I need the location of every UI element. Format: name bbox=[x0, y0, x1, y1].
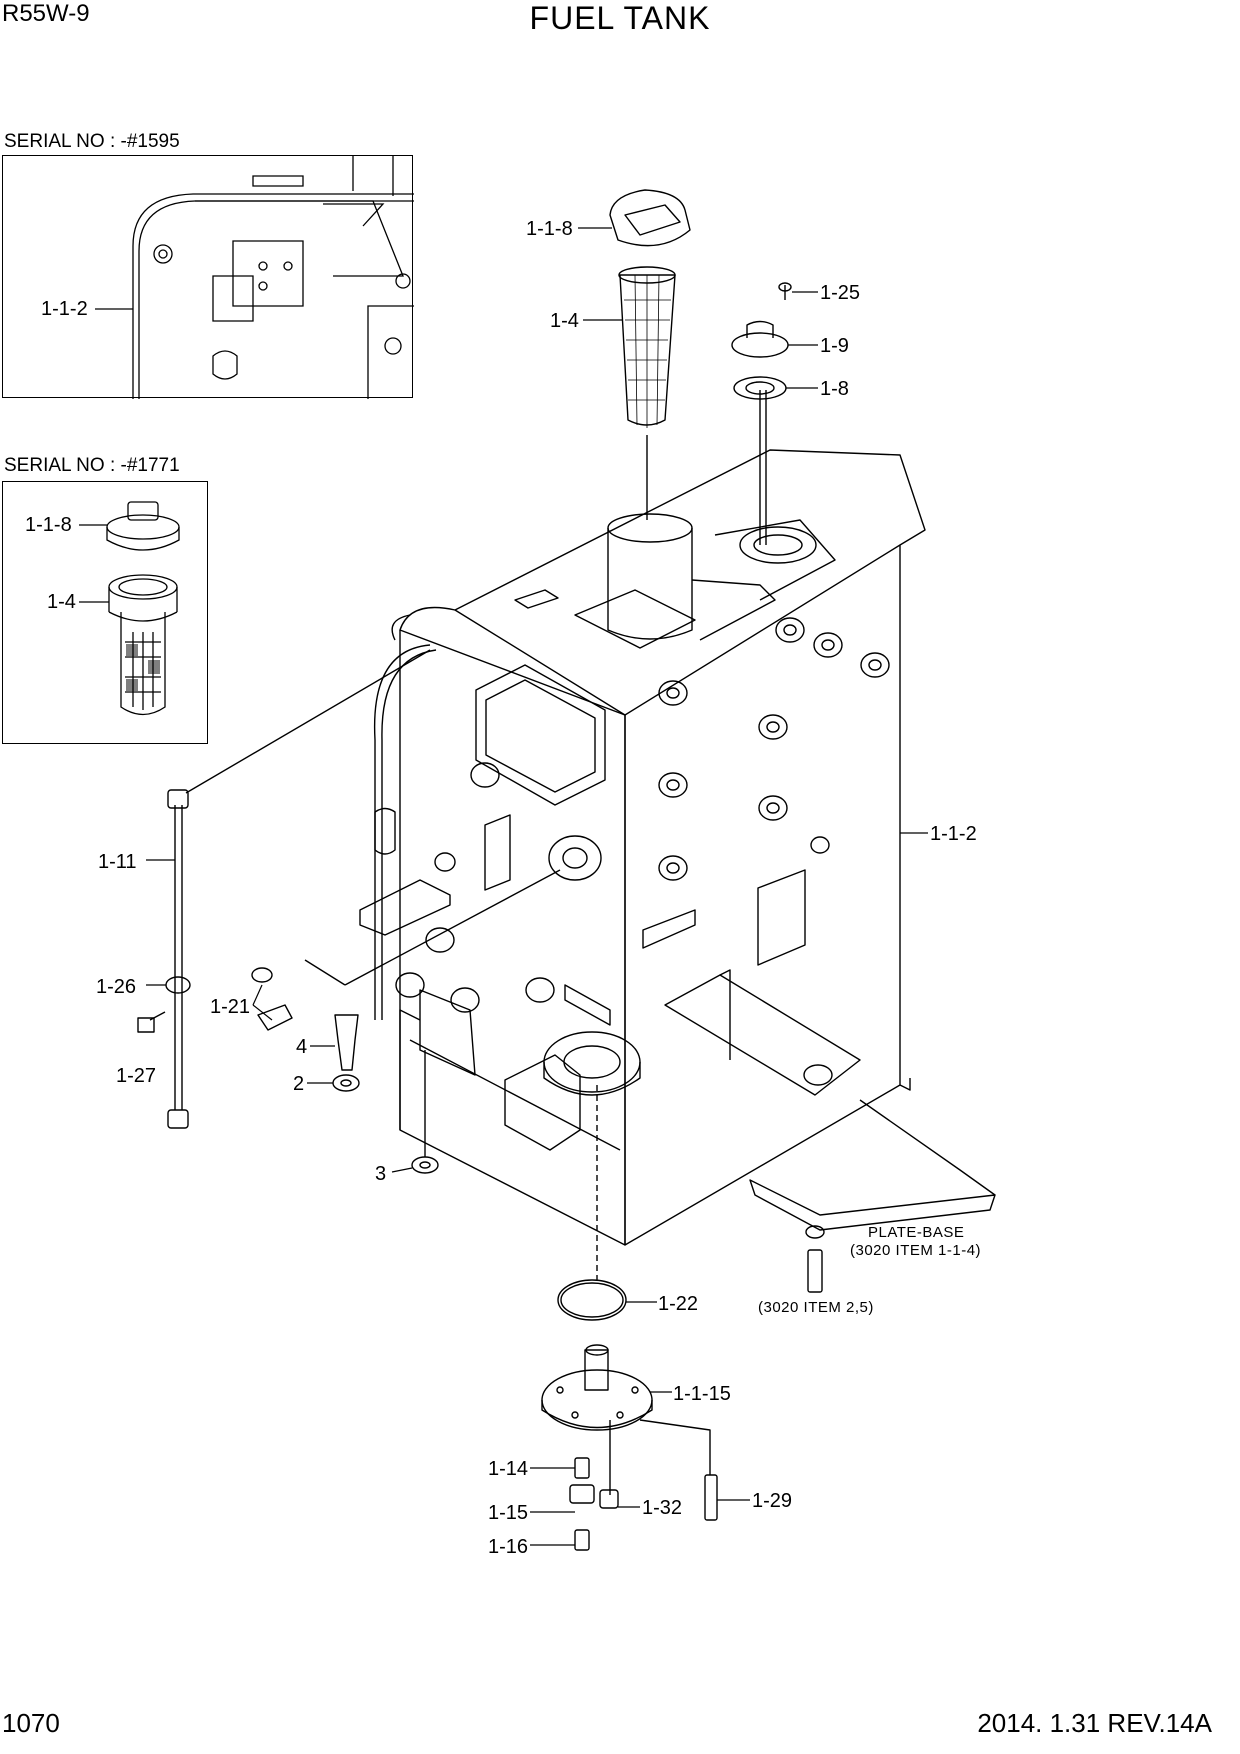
tank-bosses bbox=[658, 617, 890, 881]
callout-2: 2 bbox=[293, 1073, 304, 1095]
callout-1-1-15: 1-1-15 bbox=[673, 1383, 731, 1405]
callout-1-4: 1-4 bbox=[550, 310, 579, 332]
callout-1-21: 1-21 bbox=[210, 996, 250, 1018]
revision-date: 2014. 1.31 REV.14A bbox=[977, 1708, 1212, 1738]
inset-1771-label-1-1-8: 1-1-8 bbox=[25, 514, 72, 536]
callout-1-9: 1-9 bbox=[820, 335, 849, 357]
callout-1-15: 1-15 bbox=[488, 1502, 528, 1524]
callout-3: 3 bbox=[375, 1163, 386, 1185]
callout-1-25: 1-25 bbox=[820, 282, 860, 304]
callout-1-8: 1-8 bbox=[820, 378, 849, 400]
callout-1-29: 1-29 bbox=[752, 1490, 792, 1512]
inset-serial-1595: 1-1-2 bbox=[2, 155, 414, 399]
callout-4: 4 bbox=[296, 1036, 307, 1058]
inset-1595-drawing: 1-1-2 bbox=[41, 156, 414, 399]
plate-base-outline bbox=[749, 1179, 996, 1231]
note-plate-base: PLATE-BASE bbox=[868, 1224, 964, 1241]
note-plate-base-ref: (3020 ITEM 1-1-4) bbox=[850, 1242, 981, 1259]
callout-1-1-8: 1-1-8 bbox=[526, 218, 573, 240]
callout-1-27: 1-27 bbox=[116, 1065, 156, 1087]
page-number: 1070 bbox=[2, 1708, 60, 1738]
filler-cap-outline bbox=[609, 189, 691, 247]
callout-1-1-2: 1-1-2 bbox=[930, 823, 977, 845]
inset-serial-label-2: SERIAL NO : -#1771 bbox=[4, 455, 180, 476]
page-title: FUEL TANK bbox=[529, 0, 711, 36]
callout-1-11: 1-11 bbox=[98, 851, 137, 873]
note-bolt-ref: (3020 ITEM 2,5) bbox=[758, 1299, 874, 1316]
inset-1771-drawing: 1-1-8 1-4 bbox=[25, 501, 180, 716]
tank-body-outline bbox=[399, 449, 926, 1246]
inset-1771-label-1-4: 1-4 bbox=[47, 591, 76, 613]
model-number: R55W-9 bbox=[2, 0, 90, 27]
callout-1-32: 1-32 bbox=[642, 1497, 682, 1519]
callout-1-16: 1-16 bbox=[488, 1536, 528, 1558]
inset-1595-label-1-1-2: 1-1-2 bbox=[41, 298, 88, 320]
strainer-outline bbox=[619, 274, 676, 426]
inset-serial-label-1: SERIAL NO : -#1595 bbox=[4, 131, 180, 152]
callout-1-22: 1-22 bbox=[658, 1293, 698, 1315]
inset-serial-1771: 1-1-8 1-4 bbox=[2, 481, 208, 744]
callout-1-26: 1-26 bbox=[96, 976, 136, 998]
callout-1-14: 1-14 bbox=[488, 1458, 528, 1480]
